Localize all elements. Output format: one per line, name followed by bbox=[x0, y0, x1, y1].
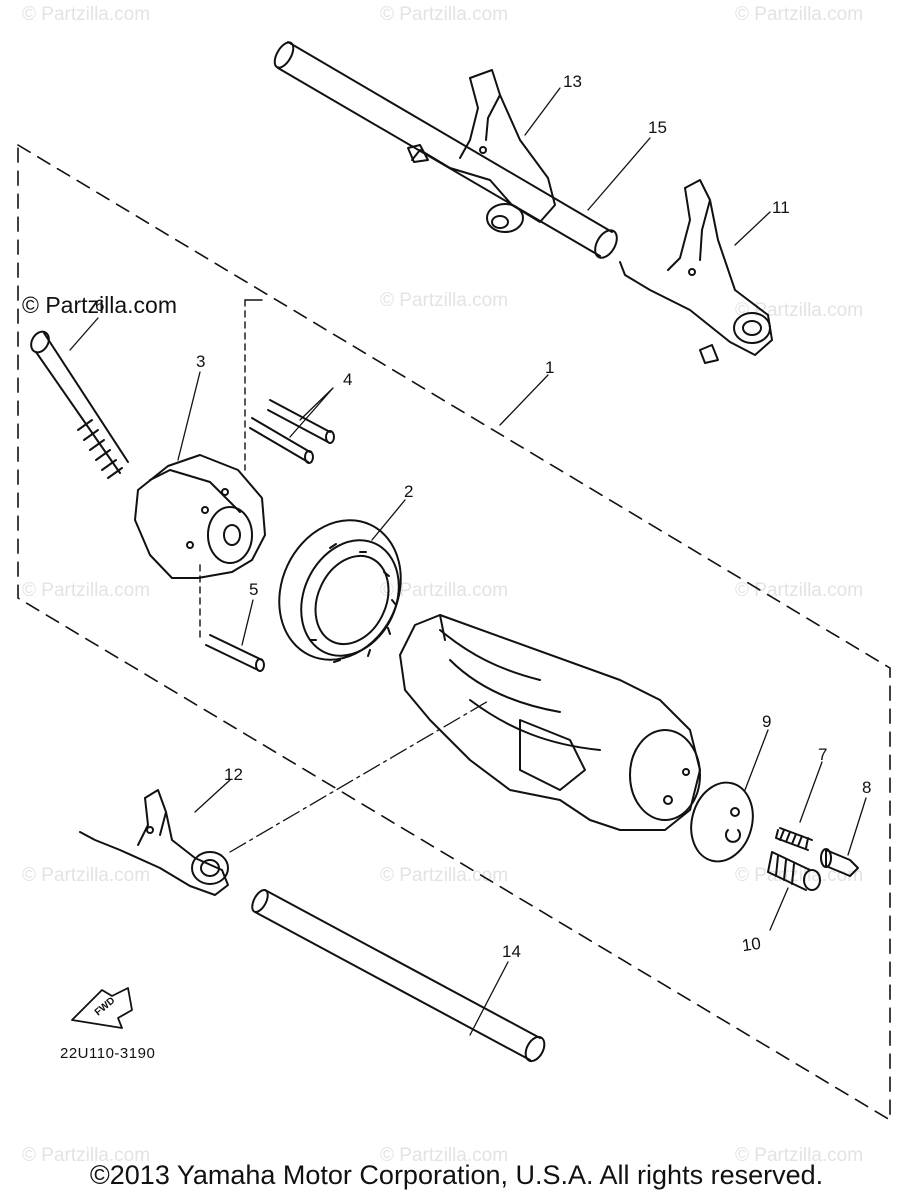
watermark: © Partzilla.com bbox=[380, 865, 509, 886]
fwd-arrow-label: FWD bbox=[93, 995, 118, 1018]
callout-14: 14 bbox=[502, 942, 521, 961]
bolt-6 bbox=[30, 330, 129, 479]
diagram-code: 22U110-3190 bbox=[60, 1045, 156, 1062]
watermark: © Partzilla.com bbox=[380, 1145, 509, 1166]
shift-fork-shaft-lower bbox=[251, 889, 546, 1063]
leader-lines bbox=[69, 87, 867, 1036]
watermark: © Partzilla.com bbox=[735, 865, 864, 886]
bolt-10 bbox=[767, 851, 821, 891]
shift-cam-segment-3 bbox=[134, 454, 266, 579]
watermark: © Partzilla.com bbox=[22, 4, 151, 25]
callout-5: 5 bbox=[249, 580, 259, 599]
copyright-notice: ©2013 Yamaha Motor Corporation, U.S.A. A… bbox=[89, 1160, 824, 1190]
callout-4: 4 bbox=[343, 370, 353, 389]
shift-fork-13 bbox=[407, 69, 556, 233]
shift-drum bbox=[399, 614, 701, 831]
watermark: © Partzilla.com bbox=[380, 4, 509, 25]
watermark: © Partzilla.com bbox=[380, 290, 509, 311]
pins-4 bbox=[244, 299, 335, 471]
callout-9: 9 bbox=[762, 712, 772, 731]
watermark: © Partzilla.com bbox=[735, 1145, 864, 1166]
watermark: © Partzilla.com bbox=[735, 300, 864, 321]
watermark-prominent: © Partzilla.com bbox=[22, 292, 177, 318]
callout-6: 6 bbox=[95, 296, 105, 315]
shift-fork-12 bbox=[79, 789, 229, 896]
callout-1: 1 bbox=[545, 358, 555, 377]
callout-8: 8 bbox=[862, 778, 872, 797]
callout-3: 3 bbox=[196, 352, 206, 371]
shift-fork-11 bbox=[619, 179, 773, 364]
stopper-plate-9 bbox=[690, 781, 754, 863]
watermark: © Partzilla.com bbox=[380, 580, 509, 601]
callout-13: 13 bbox=[563, 72, 582, 91]
assembly-boundary bbox=[17, 144, 891, 1121]
pin-5 bbox=[199, 564, 265, 672]
callout-12: 12 bbox=[224, 765, 243, 784]
callout-11: 11 bbox=[772, 198, 790, 217]
watermark: © Partzilla.com bbox=[22, 865, 151, 886]
spring-7 bbox=[775, 827, 813, 851]
callout-7: 7 bbox=[818, 745, 828, 764]
watermark: © Partzilla.com bbox=[22, 1145, 151, 1166]
drum-centre-line bbox=[229, 699, 491, 853]
callout-2: 2 bbox=[404, 482, 414, 501]
plunger-8 bbox=[820, 848, 859, 877]
callout-10: 10 bbox=[740, 933, 763, 956]
watermark: © Partzilla.com bbox=[735, 580, 864, 601]
watermark: © Partzilla.com bbox=[22, 580, 151, 601]
watermark: © Partzilla.com bbox=[735, 4, 864, 25]
fwd-arrow-icon bbox=[71, 987, 133, 1029]
bearing-2 bbox=[278, 519, 402, 663]
callout-15: 15 bbox=[648, 118, 667, 137]
